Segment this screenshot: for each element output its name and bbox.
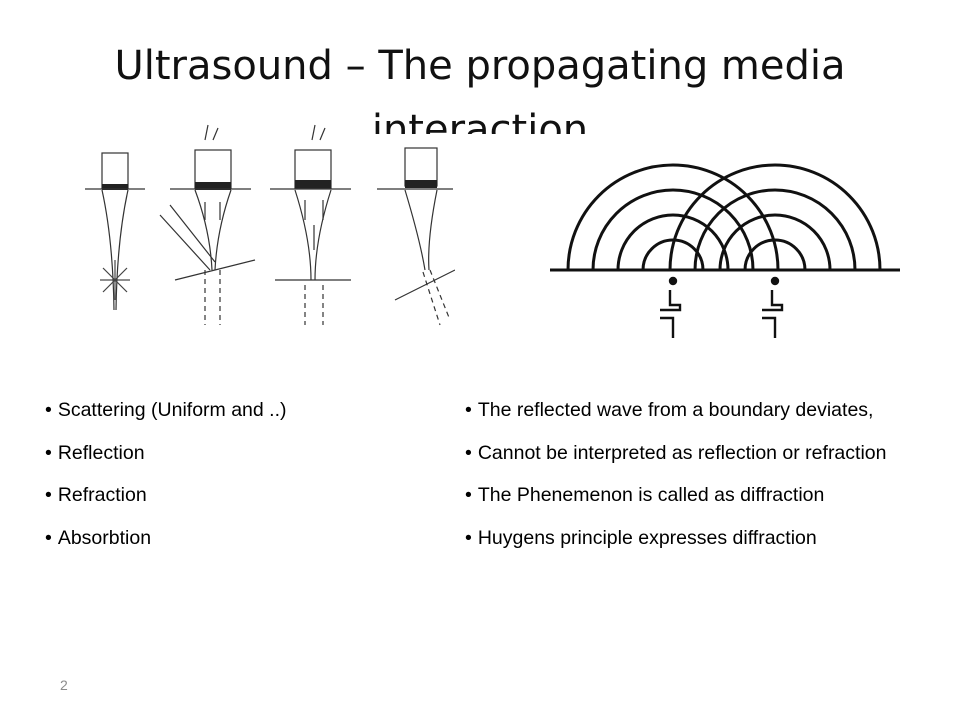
normal-reflection-diagram: [270, 124, 351, 325]
right-slit-symbol: [762, 290, 784, 312]
left-slit-symbol: [660, 290, 682, 312]
slide-title: Ultrasound – The propagating media inter…: [114, 43, 846, 134]
list-item: •Cannot be interpreted as reflection or …: [465, 441, 887, 464]
left-source-point: [668, 276, 678, 286]
right-bullet-list: •The reflected wave from a boundary devi…: [465, 400, 960, 570]
left-bullet-list: •Scattering (Uniform and ..) •Reflection…: [45, 400, 287, 570]
left-wavefronts: [566, 163, 780, 271]
right-wavefronts: [668, 163, 882, 271]
right-source-point: [770, 276, 780, 286]
scattering-diagram: [85, 152, 145, 311]
list-item: •Refraction: [45, 484, 147, 506]
refraction-diagram: [377, 147, 455, 326]
list-item: •Reflection: [45, 441, 145, 464]
list-item: •The Phenemenon is called as diffraction: [465, 484, 825, 506]
list-item: •The reflected wave from a boundary devi…: [465, 400, 874, 421]
propagation-diagrams: [85, 124, 455, 326]
page-number: 2: [60, 677, 68, 693]
list-item: •Huygens principle expresses diffraction: [465, 526, 817, 549]
list-item: •Scattering (Uniform and ..): [45, 399, 287, 421]
diffraction-diagram: [550, 163, 900, 338]
reflection-diagram: [159, 124, 256, 325]
list-item: •Absorbtion: [45, 526, 152, 549]
